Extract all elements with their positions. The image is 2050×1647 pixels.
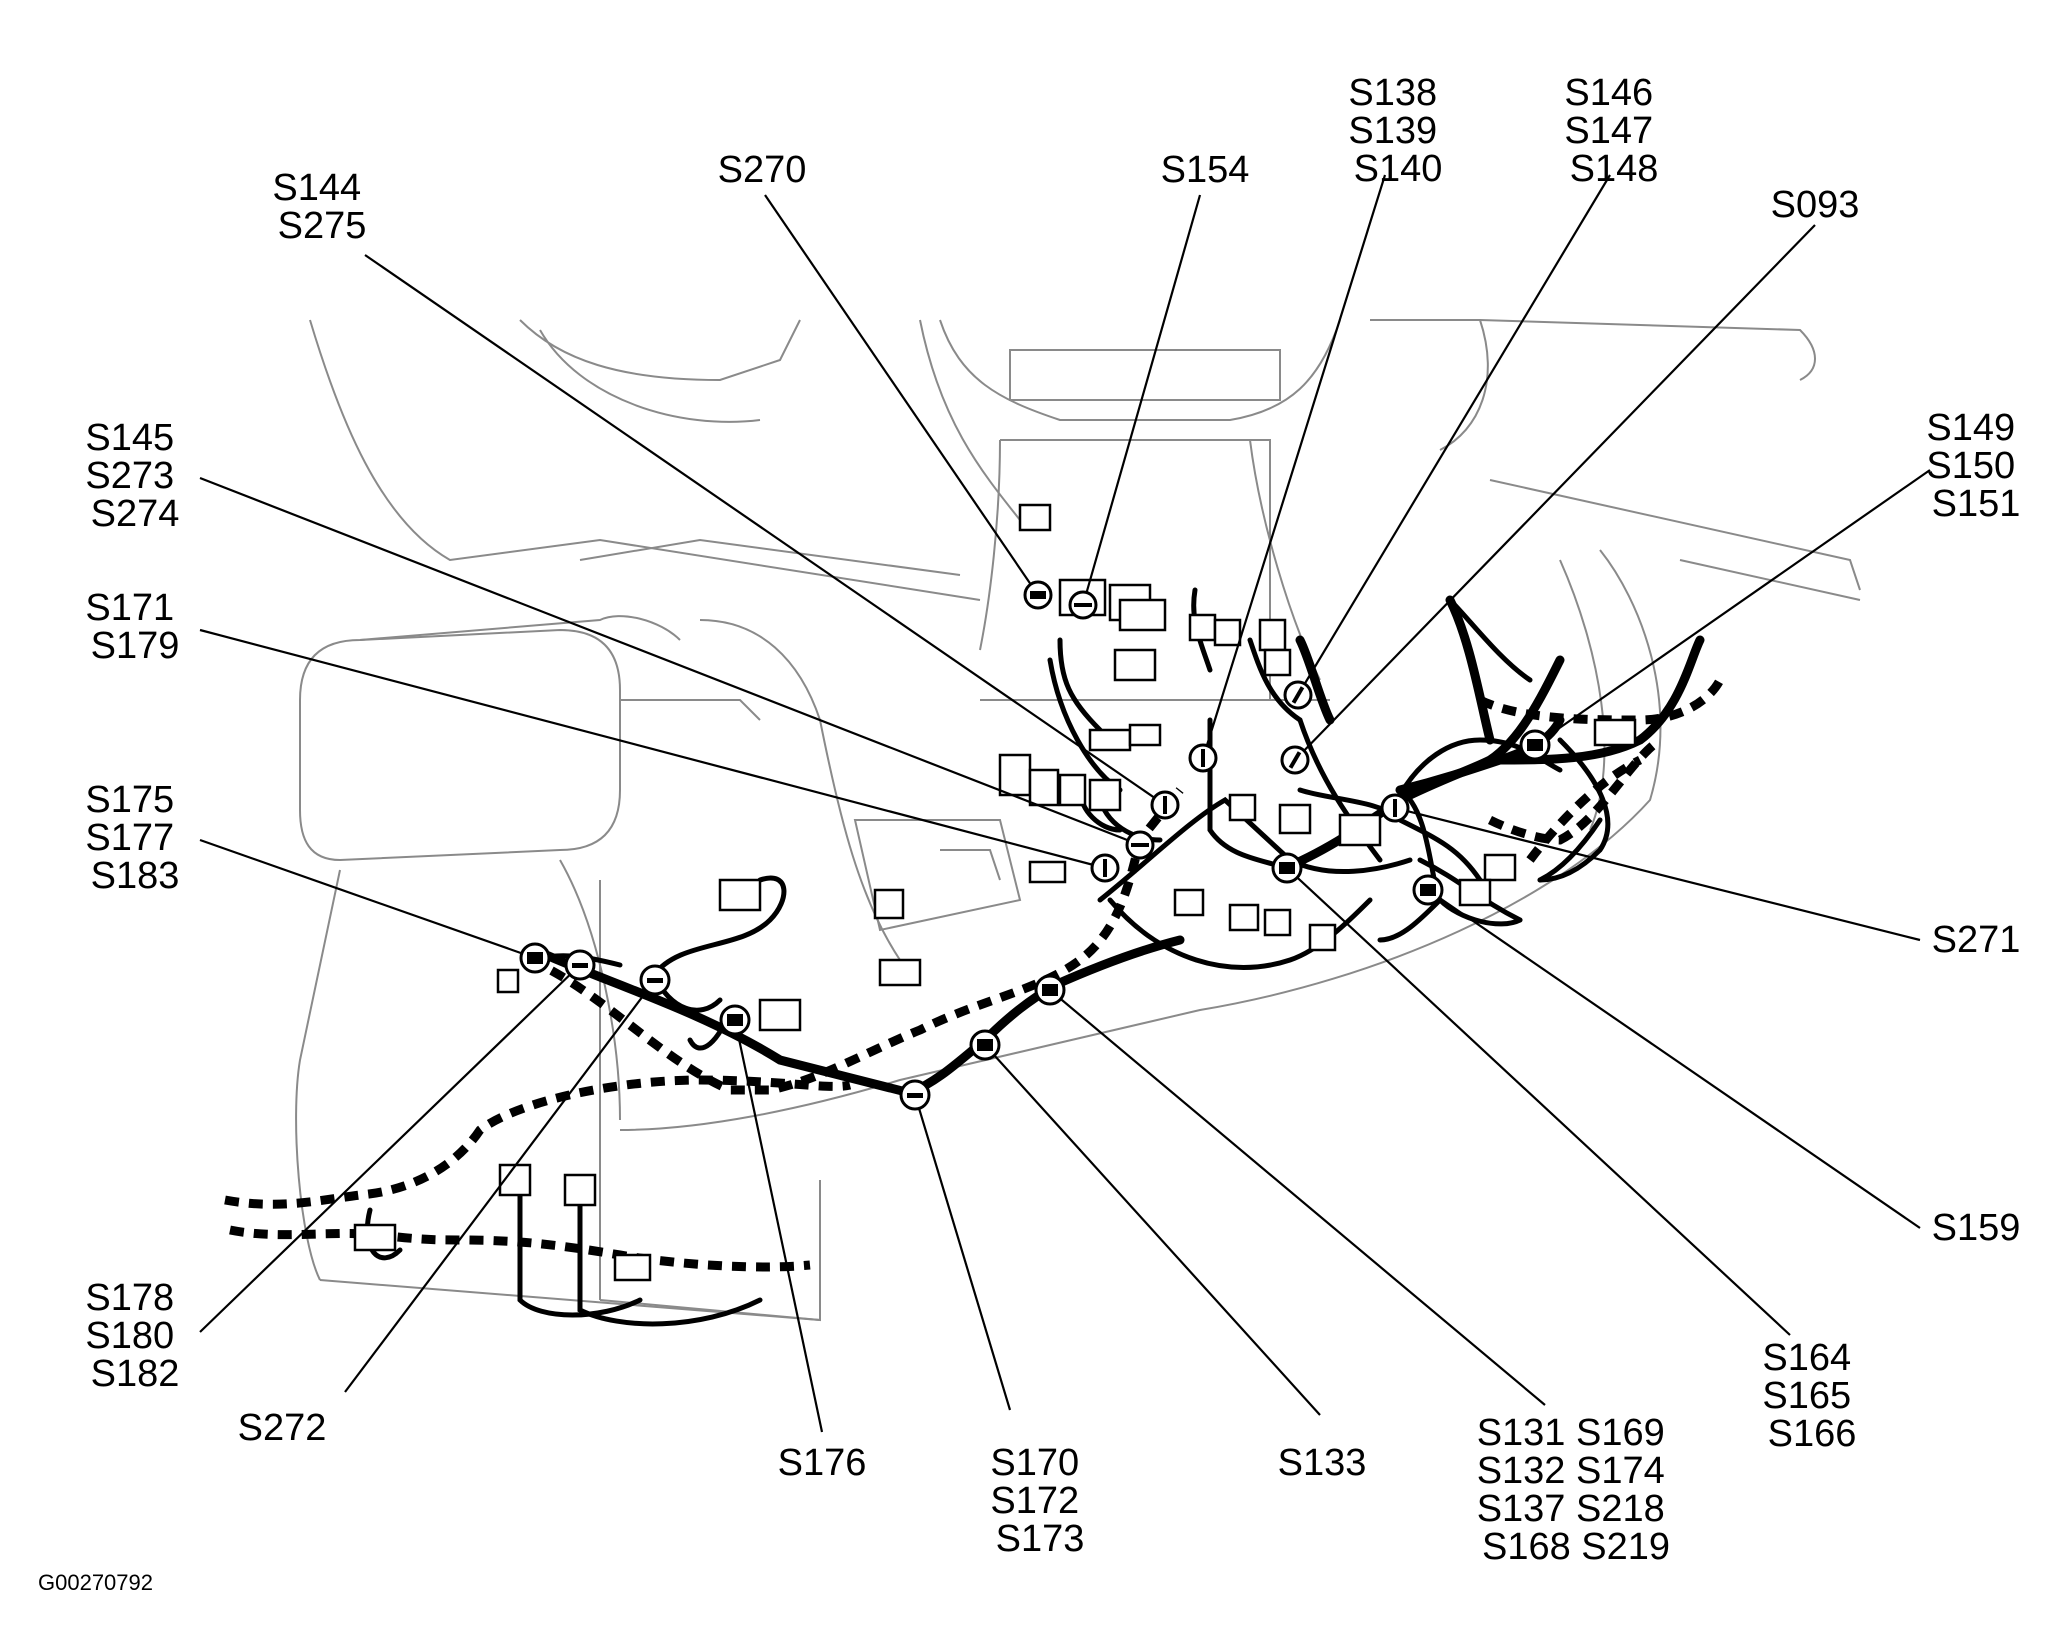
label-s176: S176: [778, 1442, 867, 1484]
connector: [878, 958, 922, 987]
connector: [1213, 618, 1242, 647]
connector: [1088, 728, 1132, 752]
connector: [718, 878, 762, 912]
label-s144-s275: S144 S275: [272, 167, 371, 247]
connector: [1278, 803, 1312, 835]
splice-s272: [639, 964, 671, 996]
connector: [1028, 768, 1060, 807]
label-s271: S271: [1932, 919, 2021, 961]
connector: [1483, 853, 1517, 882]
splice-s149-s150-s151: [1519, 729, 1551, 761]
splice-s131-group: [1034, 974, 1066, 1006]
splice-s164-s165-s166: [1271, 852, 1303, 884]
diagram-code: G00270792: [38, 1570, 153, 1595]
connector: [1593, 718, 1637, 747]
connector: [1058, 773, 1087, 807]
splice-s171-s179: [1090, 853, 1120, 883]
connector: [496, 968, 520, 994]
splice-s144-s275: [1150, 790, 1180, 820]
splice-s133: [969, 1029, 1001, 1061]
splice-s159: [1412, 874, 1444, 906]
splice-points: [519, 580, 1551, 1111]
harness-dashed-main: [528, 787, 1184, 1095]
connector: [563, 1173, 597, 1207]
harness-dashed-floor-2: [229, 1225, 811, 1272]
connector: [353, 1223, 397, 1252]
connector: [1113, 648, 1157, 682]
label-s093: S093: [1771, 184, 1860, 226]
connector: [1263, 908, 1292, 937]
splice-s170-s172-s173: [899, 1079, 931, 1111]
splice-s271: [1380, 793, 1410, 823]
leader-lines: [199, 174, 1931, 1433]
label-s146-s147-s148: S146 S147 S148: [1564, 72, 1663, 190]
splice-s175-s177-s183: [519, 942, 551, 974]
vehicle-outline: [295, 319, 1861, 1322]
connector: [1173, 888, 1205, 917]
connector: [1458, 878, 1492, 907]
splice-s145-s273-s274: [1125, 830, 1155, 860]
connector: [1188, 613, 1217, 642]
connector: [1088, 778, 1122, 812]
label-s149-s150-s151: S149 S150 S151: [1926, 407, 2025, 525]
connectors: [353, 503, 1637, 1282]
label-s154: S154: [1161, 149, 1250, 191]
splice-s176: [719, 1004, 751, 1036]
splice-s178-s180-s182: [564, 949, 596, 981]
label-s131-s132-s137-s168-s169-s174-s218-s219: S131 S169 S132 S174 S137 S218 S168 S219: [1477, 1412, 1676, 1568]
connector: [1308, 923, 1337, 952]
label-s138-s139-s140: S138 S139 S140: [1348, 72, 1447, 190]
label-s171-s179: S171 S179: [85, 587, 184, 667]
connector: [873, 888, 905, 920]
label-s178-s180-s182: S178 S180 S182: [85, 1277, 184, 1395]
label-s159: S159: [1932, 1207, 2021, 1249]
label-s175-s177-s183: S175 S177 S183: [85, 779, 184, 897]
connector: [1028, 860, 1067, 884]
label-s170-s172-s173: S170 S172 S173: [990, 1442, 1089, 1560]
splice-s270: [1023, 580, 1053, 610]
connector: [1228, 903, 1260, 932]
label-s164-s165-s166: S164 S165 S166: [1762, 1337, 1861, 1455]
splice-labels: S144 S275 S270 S154 S138 S139 S140 S146 …: [85, 72, 2025, 1568]
splice-s093: [1280, 745, 1310, 775]
label-s133: S133: [1278, 1442, 1367, 1484]
harness-dashed-floor: [224, 1075, 852, 1209]
harness-trunk-lower: [530, 935, 1185, 1098]
wiring-harness: [224, 587, 1725, 1327]
connector: [1338, 813, 1382, 847]
splice-s138-s139-s140: [1188, 743, 1218, 773]
label-s145-s273-s274: S145 S273 S274: [85, 417, 184, 535]
connector: [613, 1253, 652, 1282]
connector: [1228, 793, 1257, 822]
connector: [1128, 723, 1162, 747]
connector: [1263, 648, 1292, 677]
label-s270: S270: [718, 149, 807, 191]
label-s272: S272: [238, 1407, 327, 1449]
splice-s146-s147-s148: [1283, 680, 1313, 710]
connector: [758, 998, 802, 1032]
connector: [998, 753, 1032, 797]
connector: [1118, 598, 1167, 632]
connector: [1258, 618, 1287, 652]
splice-s154: [1068, 590, 1098, 620]
connector: [1018, 503, 1052, 532]
